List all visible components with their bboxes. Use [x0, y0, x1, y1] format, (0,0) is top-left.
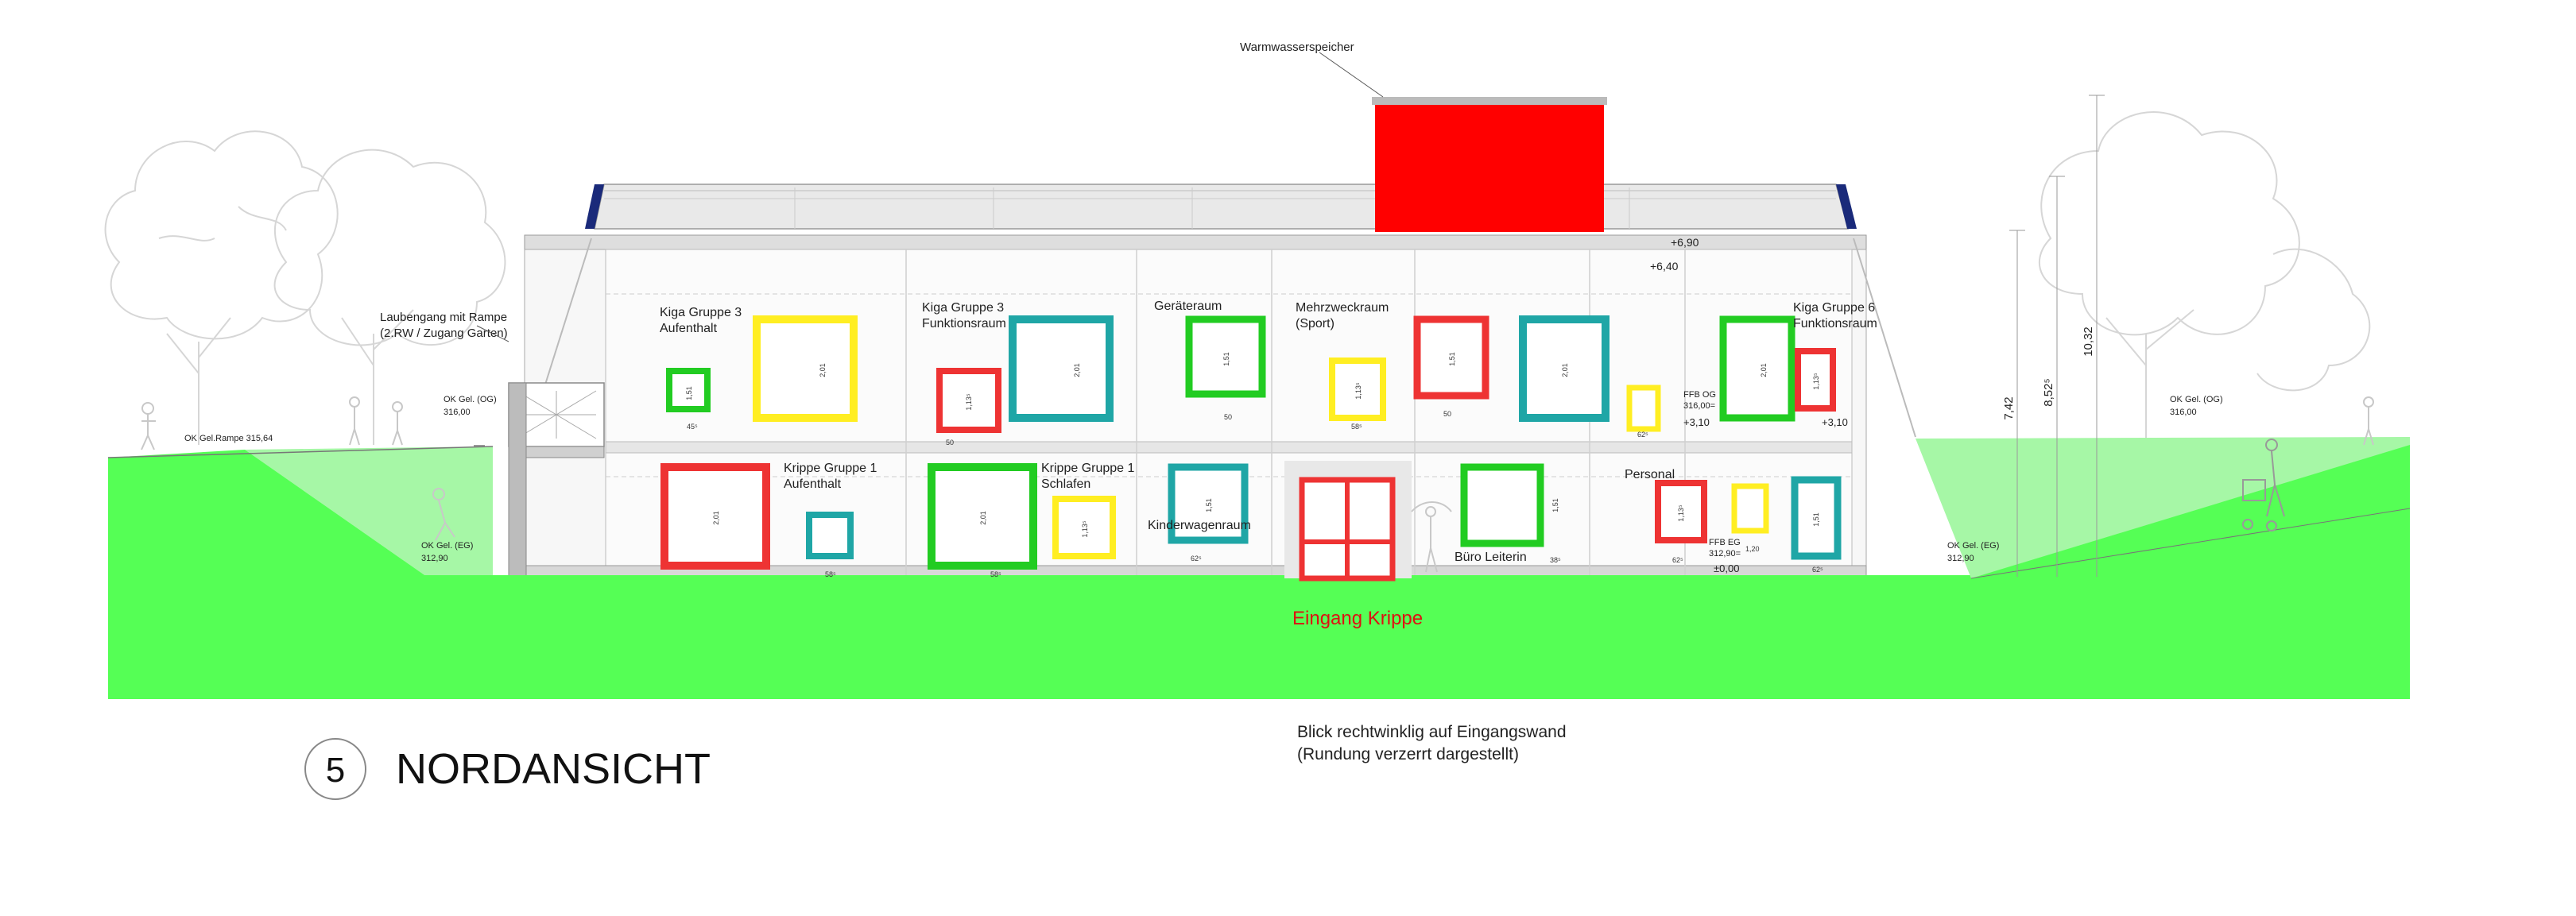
- window-dim: 1,51: [1812, 512, 1820, 527]
- warm-water-tank: [1319, 52, 1607, 232]
- window: [660, 463, 1842, 570]
- level-label: +6,90: [1671, 236, 1699, 249]
- title-text: NORDANSICHT: [396, 745, 711, 793]
- window-dimensions: 1,51 2,01 1,13⁵ 2,01 1,51 1,13⁵ 1,51 2,0…: [685, 352, 1823, 578]
- sill-dim: 62⁵: [1191, 555, 1202, 562]
- window-dim: 1,51: [1448, 352, 1456, 366]
- room-label: Personal: [1625, 468, 1675, 481]
- window-dim: 1,51: [1205, 498, 1213, 512]
- room-label: Geräteraum: [1154, 300, 1222, 313]
- level-label: 312,90: [1947, 554, 1974, 563]
- height-label: 8,52⁵: [2042, 378, 2055, 406]
- window-dim: 1,13⁵: [1081, 520, 1089, 538]
- person-icon: [349, 396, 360, 446]
- sill-dim: 45⁵: [687, 423, 698, 431]
- window-dim: 2,01: [1760, 363, 1768, 377]
- view-title: 5 NORDANSICHT: [304, 738, 711, 800]
- room-label: Schlafen: [1041, 477, 1090, 491]
- entrance-door: [1284, 461, 1412, 582]
- height-dimensions: [2009, 95, 2105, 577]
- tree-icon: [2038, 111, 2371, 445]
- level-label: 316,00: [2170, 408, 2197, 417]
- sill-dim: 62⁵: [1812, 566, 1823, 574]
- person-icon: [392, 401, 403, 446]
- ground: [107, 437, 2411, 699]
- height-label: 7,42: [2002, 396, 2016, 419]
- room-label: Krippe Gruppe 1: [1041, 462, 1135, 475]
- room-label: Aufenthalt: [660, 322, 718, 335]
- entrance-label: Eingang Krippe: [1292, 608, 1423, 629]
- room-label: Kiga Gruppe 6: [1793, 301, 1875, 315]
- sill-dim: 50: [946, 439, 954, 446]
- sill-dim: 62⁵: [1637, 431, 1648, 439]
- sill-dim: 1,20: [1745, 545, 1760, 553]
- sill-dim: 38⁵: [1550, 556, 1561, 564]
- level-label: OK Gel.Rampe 315,64: [184, 434, 273, 443]
- tree-icon: [273, 149, 506, 445]
- room-label: Mehrzweckraum: [1296, 301, 1389, 315]
- window-dim: 1,13⁵: [1812, 373, 1820, 390]
- sill-dim: 58⁵: [825, 570, 836, 578]
- window-dim: 1,13⁵: [965, 393, 973, 411]
- level-label: 312,90=: [1709, 549, 1741, 558]
- level-label: OK Gel. (OG): [2170, 395, 2223, 404]
- title-number: 5: [326, 751, 345, 790]
- room-label: Aufenthalt: [784, 477, 842, 491]
- tree-icon: [104, 130, 339, 445]
- level-label: +3,10: [1683, 416, 1710, 428]
- sill-dim: 50: [1224, 413, 1232, 421]
- room-label: (Sport): [1296, 317, 1334, 330]
- view-note: (Rundung verzerrt dargestellt): [1297, 745, 1519, 763]
- window-dim: 1,13⁵: [1677, 504, 1685, 522]
- room-label: Funktionsraum: [1793, 317, 1877, 330]
- window-dim: 2,01: [1561, 363, 1569, 377]
- person-icon: [432, 488, 455, 541]
- height-label: 10,32: [2082, 327, 2095, 357]
- walkway-label: Laubengang mit Rampe: [380, 311, 507, 324]
- level-label: FFB OG: [1683, 390, 1716, 400]
- room-label: Kiga Gruppe 3: [922, 301, 1004, 315]
- stroller-icon: [2242, 439, 2285, 531]
- level-label: +3,10: [1822, 416, 1848, 428]
- sill-dim: 62⁵: [1672, 556, 1683, 564]
- window-dim: 2,01: [1073, 363, 1081, 377]
- title-circle: [304, 738, 366, 800]
- walkway-label: (2.RW / Zugang Garten): [380, 327, 508, 340]
- view-note: Blick rechtwinklig auf Eingangswand: [1297, 723, 1567, 741]
- level-label: FFB EG: [1709, 538, 1741, 547]
- window-dim: 1,51: [685, 386, 693, 400]
- window-dim: 1,51: [1551, 498, 1559, 512]
- window: [666, 315, 1836, 433]
- sill-dim: 58⁵: [1351, 423, 1362, 431]
- level-label: OK Gel. (EG): [421, 541, 473, 551]
- level-label: 316,00: [444, 408, 471, 417]
- room-label: Krippe Gruppe 1: [784, 462, 877, 475]
- room-label: Kinderwagenraum: [1148, 519, 1251, 532]
- person-icon: [141, 402, 156, 450]
- window-dim: 2,01: [819, 363, 827, 377]
- room-label: Funktionsraum: [922, 317, 1006, 330]
- tank-label: Warmwasserspeicher: [1240, 41, 1354, 54]
- level-label: ±0,00: [1714, 562, 1739, 574]
- roof: [585, 184, 1857, 230]
- level-label: 312,90: [421, 554, 448, 563]
- level-label: OK Gel. (EG): [1947, 541, 1999, 551]
- window-dim: 2,01: [712, 511, 720, 525]
- sill-dim: 58⁵: [990, 570, 1001, 578]
- window-dim: 2,01: [979, 511, 987, 525]
- room-label: Kiga Gruppe 3: [660, 306, 742, 319]
- level-label: 316,00=: [1683, 401, 1715, 411]
- room-label: Büro Leiterin: [1455, 551, 1527, 564]
- window-dim: 1,51: [1222, 352, 1230, 366]
- sill-dim: 50: [1443, 410, 1451, 418]
- window-dim: 1,13⁵: [1354, 382, 1362, 400]
- level-label: +6,40: [1650, 260, 1679, 272]
- person-icon: [2363, 396, 2374, 446]
- person-icon: [1411, 501, 1452, 573]
- level-label: OK Gel. (OG): [444, 395, 497, 404]
